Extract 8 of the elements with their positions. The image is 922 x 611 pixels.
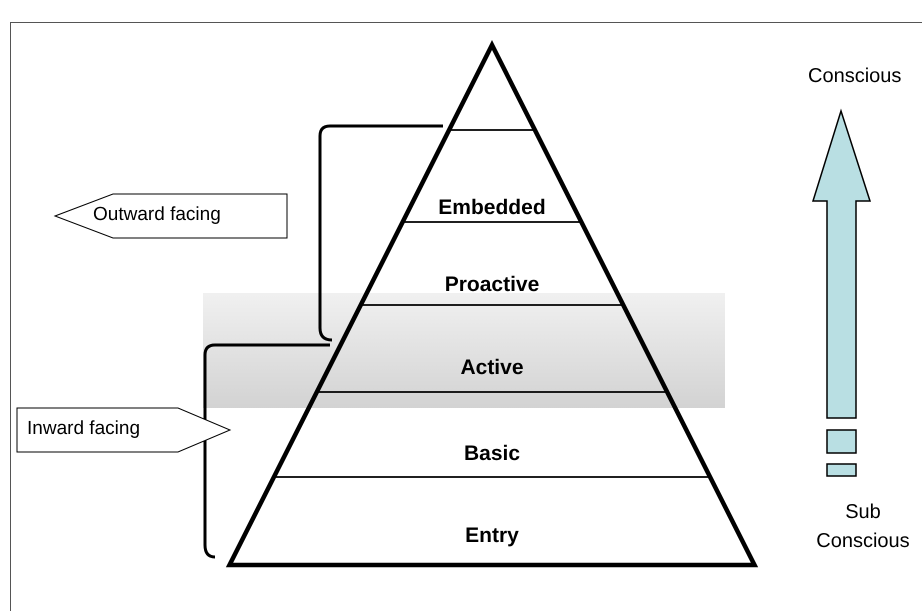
tier-label: Basic (462, 442, 522, 466)
axis-label: Sub Conscious (815, 500, 911, 554)
tier-label: Active (459, 356, 524, 380)
tier-label: Embedded (437, 196, 547, 220)
tier-label: Entry (464, 524, 520, 548)
tier-label: Proactive (444, 273, 540, 297)
callout-label: Outward facing (93, 204, 221, 226)
callout-label: Inward facing (27, 418, 140, 440)
